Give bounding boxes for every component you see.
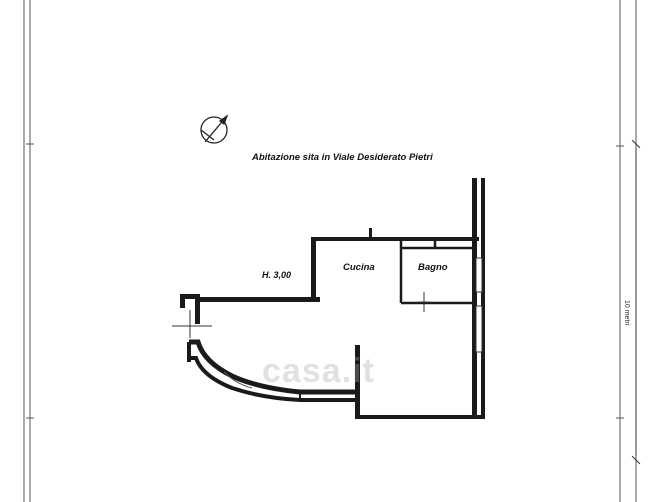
compass-north-icon xyxy=(200,114,229,144)
windows xyxy=(475,257,483,353)
ceiling-height-label: H. 3,00 xyxy=(262,270,292,280)
scale-label: 10 metri xyxy=(623,300,630,326)
room-label-cucina: Cucina xyxy=(343,262,375,273)
bay-wall xyxy=(187,339,356,402)
bathroom-fixture xyxy=(418,292,430,312)
scale-bar xyxy=(631,139,641,465)
walls xyxy=(180,178,485,419)
room-label-bagno: Bagno xyxy=(418,262,448,273)
plan-title: Abitazione sita in Viale Desiderato Piet… xyxy=(252,152,433,163)
watermark: casa.it xyxy=(262,352,375,390)
entry-marker xyxy=(172,310,212,338)
bathroom-walls xyxy=(399,239,473,305)
page-frame xyxy=(23,0,637,502)
